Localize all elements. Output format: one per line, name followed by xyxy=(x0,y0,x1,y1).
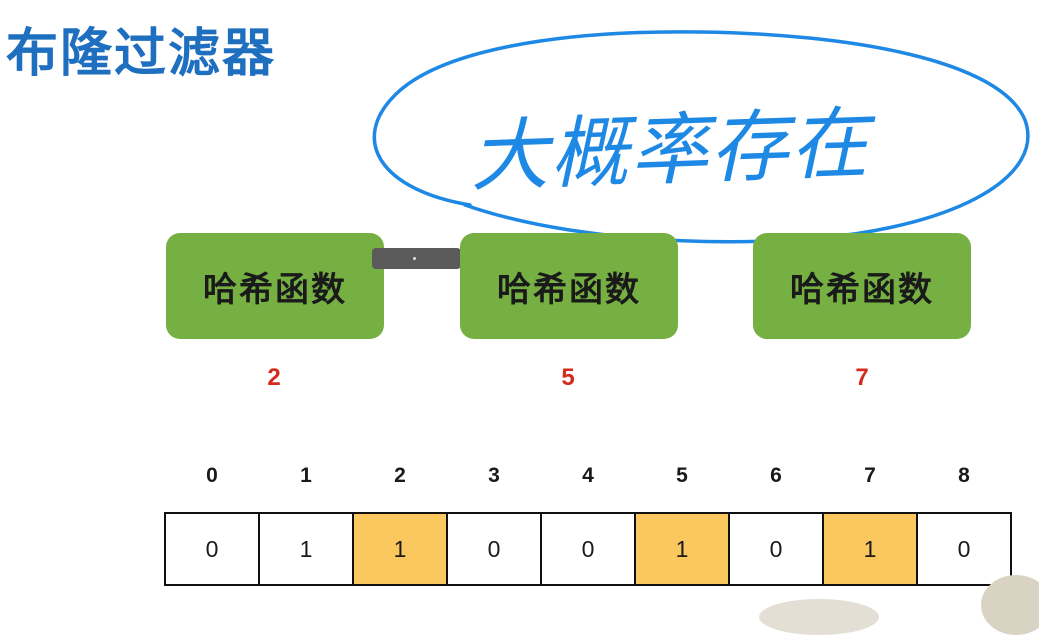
annotation-ellipse xyxy=(372,30,1030,244)
bit-cell: 1 xyxy=(824,514,918,584)
bit-index-row: 0 1 2 3 4 5 6 7 8 xyxy=(165,464,1011,488)
hash-function-box-2: 哈希函数 xyxy=(460,233,678,339)
bit-index: 2 xyxy=(394,464,406,487)
bit-index: 3 xyxy=(488,464,500,487)
bit-cell: 0 xyxy=(918,514,1010,584)
bit-index: 5 xyxy=(676,464,688,487)
bit-array: 0 1 1 0 0 1 0 1 0 xyxy=(164,512,1012,586)
bit-index: 6 xyxy=(770,464,782,487)
bit-cell: 0 xyxy=(730,514,824,584)
bit-cell: 1 xyxy=(636,514,730,584)
hash-function-box-1: 哈希函数 xyxy=(166,233,384,339)
bit-index: 0 xyxy=(206,464,218,487)
handle-dot-icon xyxy=(413,257,416,260)
bit-index: 1 xyxy=(300,464,312,487)
bit-cell: 0 xyxy=(448,514,542,584)
presenter-hand xyxy=(981,575,1039,635)
bit-cell: 1 xyxy=(260,514,354,584)
bit-cell: 0 xyxy=(166,514,260,584)
bit-index: 7 xyxy=(864,464,876,487)
hash-output-1: 2 xyxy=(267,364,281,391)
bit-index: 8 xyxy=(958,464,970,487)
toolbar-handle[interactable] xyxy=(372,248,461,269)
hash-output-3: 7 xyxy=(855,364,869,391)
page-title: 布隆过滤器 xyxy=(6,23,277,84)
bit-cell: 1 xyxy=(354,514,448,584)
bit-cell: 0 xyxy=(542,514,636,584)
presenter-shadow xyxy=(759,599,879,635)
hash-function-box-3: 哈希函数 xyxy=(753,233,971,339)
annotation-text: 大概率存在 xyxy=(469,99,879,203)
hash-output-2: 5 xyxy=(561,364,575,391)
bit-index: 4 xyxy=(582,464,594,487)
